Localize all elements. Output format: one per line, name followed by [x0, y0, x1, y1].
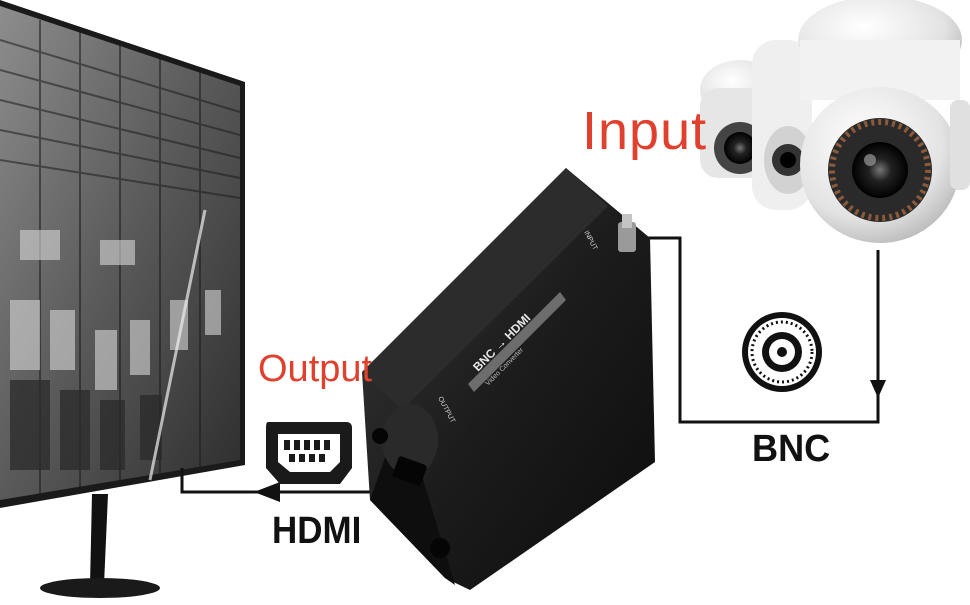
security-camera-icon [700, 0, 970, 243]
hdmi-arrow-icon [254, 482, 280, 502]
bnc-connector-icon [742, 312, 822, 392]
hdmi-cable-line [180, 468, 410, 494]
output-label: Output [258, 348, 373, 390]
hdmi-label: HDMI [272, 510, 362, 552]
converter-box-icon: BNC → HDMI Video Converter OUTPUT INPUT [362, 168, 655, 590]
bnc-label: BNC [752, 428, 831, 470]
input-label: Input [582, 101, 708, 161]
bnc-arrow-icon [870, 380, 886, 398]
bnc-cable-line [632, 236, 880, 424]
monitor-icon [0, 0, 245, 598]
hdmi-port-icon [266, 422, 352, 484]
